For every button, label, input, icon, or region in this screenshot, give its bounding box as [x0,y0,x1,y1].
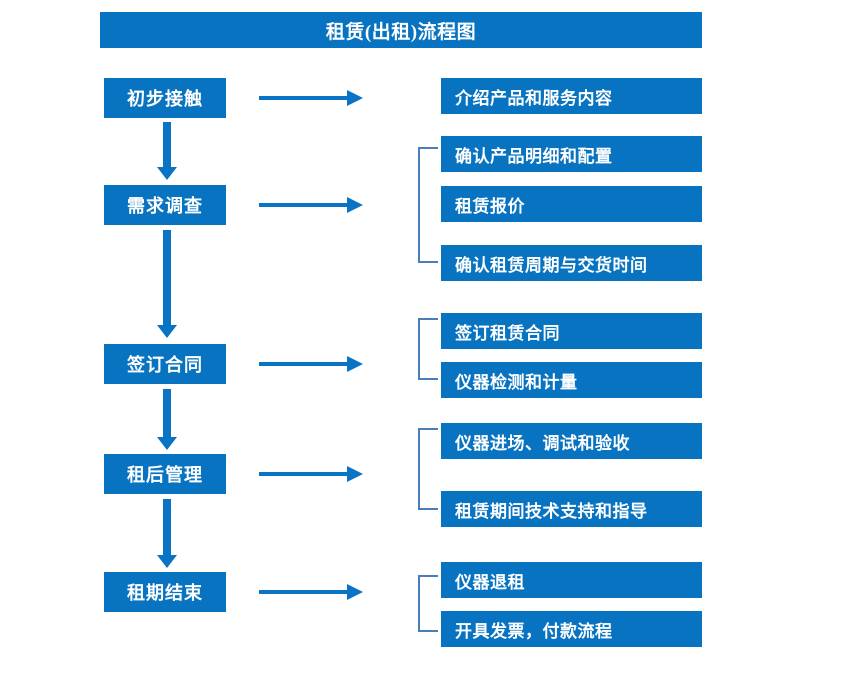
arrow-shaft [163,499,171,555]
arrow-shaft [163,122,171,167]
stage-box-4[interactable]: 租后管理 [104,454,226,494]
arrow-shaft [163,389,171,437]
detail-box-4[interactable]: 确认租赁周期与交货时间 [441,245,702,281]
arrow-head [157,325,177,338]
stage-box-5[interactable]: 租期结束 [104,572,226,612]
arrow-shaft [259,472,349,476]
arrow-head [157,555,177,568]
down-arrow-2 [157,230,177,340]
right-arrow-5 [259,583,364,601]
detail-box-3[interactable]: 租赁报价 [441,186,702,222]
arrow-shaft [259,96,349,100]
detail-box-1[interactable]: 介绍产品和服务内容 [441,78,702,114]
detail-box-10[interactable]: 开具发票，付款流程 [441,611,702,647]
stage-box-3[interactable]: 签订合同 [104,344,226,384]
right-arrow-1 [259,89,364,107]
diagram-title: 租赁(出租)流程图 [100,12,702,48]
detail-box-5[interactable]: 签订租赁合同 [441,313,702,349]
right-arrow-2 [259,196,364,214]
arrow-head [347,584,363,600]
right-arrow-3 [259,355,364,373]
arrow-head [347,90,363,106]
group-bracket-2 [418,318,438,380]
arrow-head [347,356,363,372]
stage-box-1[interactable]: 初步接触 [104,78,226,118]
arrow-head [157,437,177,450]
stage-box-2[interactable]: 需求调查 [104,185,226,225]
arrow-shaft [163,230,171,325]
down-arrow-4 [157,499,177,568]
arrow-head [347,466,363,482]
group-bracket-4 [418,575,438,632]
arrow-shaft [259,362,349,366]
arrow-shaft [259,203,349,207]
arrow-head [157,167,177,180]
group-bracket-1 [418,147,438,263]
down-arrow-3 [157,389,177,450]
detail-box-6[interactable]: 仪器检测和计量 [441,362,702,398]
arrow-head [347,197,363,213]
detail-box-7[interactable]: 仪器进场、调试和验收 [441,423,702,459]
right-arrow-4 [259,465,364,483]
group-bracket-3 [418,428,438,510]
detail-box-2[interactable]: 确认产品明细和配置 [441,136,702,172]
arrow-shaft [259,590,349,594]
detail-box-8[interactable]: 租赁期间技术支持和指导 [441,491,702,527]
detail-box-9[interactable]: 仪器退租 [441,562,702,598]
down-arrow-1 [157,122,177,180]
